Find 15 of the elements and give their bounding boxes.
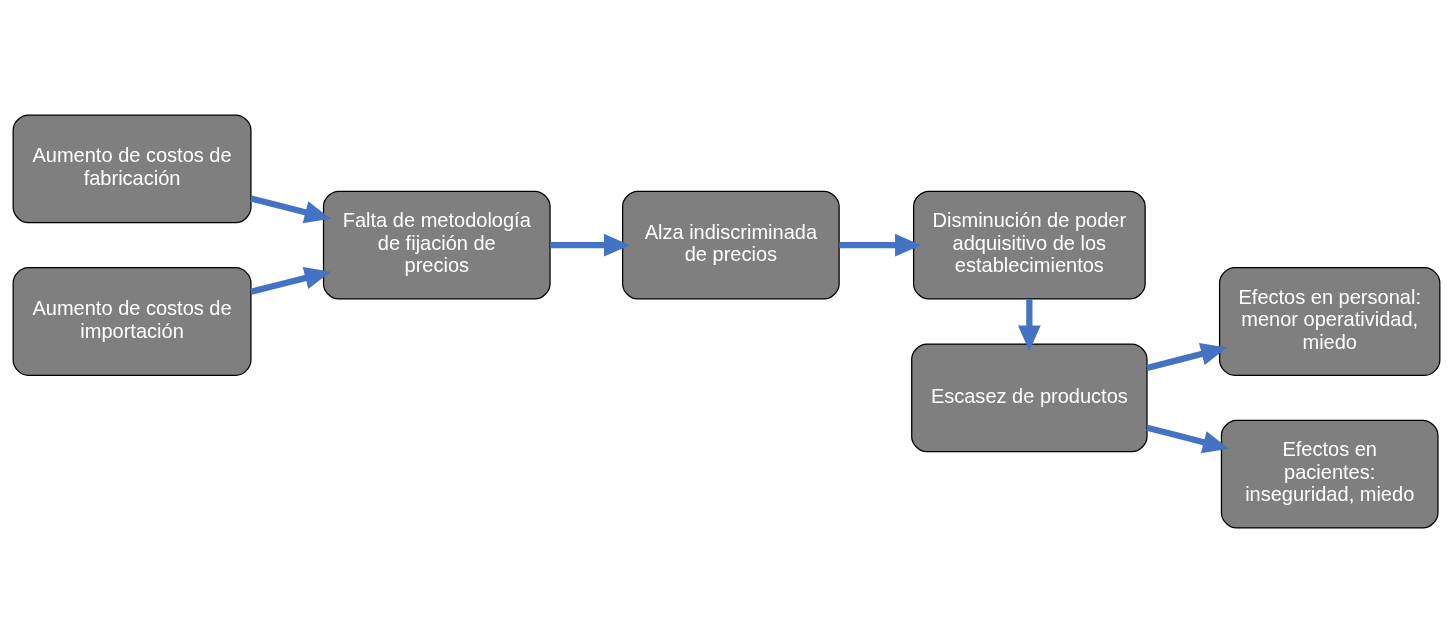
- node-box: Escasez de productos: [911, 342, 1148, 452]
- node-box: Aumento de costos de fabricación: [12, 113, 252, 223]
- node-box: Disminución de poder adquisitivo de los establecimientos: [912, 190, 1146, 300]
- arrow: [1018, 298, 1041, 351]
- arrow: [550, 233, 630, 256]
- node-box: Falta de metodología de fijación de precios: [322, 190, 551, 300]
- arrow: [839, 233, 922, 256]
- node-box: Alza indiscriminada de precios: [622, 190, 840, 300]
- arrow: [1146, 424, 1229, 453]
- arrow: [1146, 342, 1227, 371]
- node-box: Efectos en personal: menor operatividad, miedo: [1218, 266, 1441, 376]
- arrow: [250, 266, 331, 295]
- arrow: [250, 195, 331, 223]
- node-box: Aumento de costos de importación: [12, 266, 252, 376]
- node-box: Efectos en pacientes: inseguridad, miedo: [1220, 419, 1439, 529]
